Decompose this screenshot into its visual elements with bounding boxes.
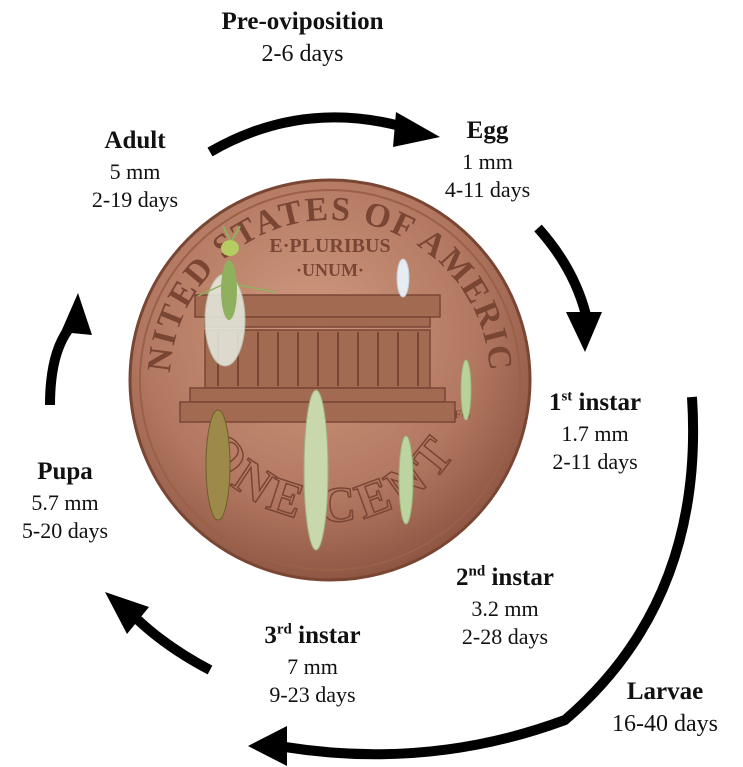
instar2-suffix: nd <box>469 564 486 580</box>
pupa-title: Pupa <box>0 456 130 489</box>
preoviposition-duration: 2-6 days <box>180 39 425 70</box>
egg-image <box>397 259 409 297</box>
coin-motto-1: E·PLURIBUS <box>269 235 390 257</box>
instar2-title: instar <box>491 564 554 591</box>
arrow-egg-to-instar1 <box>538 228 586 315</box>
third-instar-image <box>304 390 328 550</box>
label-instar3: 3rd instar 7 mm 9-23 days <box>235 620 390 710</box>
label-egg: Egg 1 mm 4-11 days <box>415 115 560 205</box>
preoviposition-title: Pre-oviposition <box>180 6 425 39</box>
second-instar-image <box>399 436 413 524</box>
instar1-size: 1.7 mm <box>520 420 670 449</box>
instar1-suffix: st <box>561 389 572 405</box>
instar3-duration: 9-23 days <box>235 681 390 710</box>
arrow-pupa-to-adult <box>50 330 68 405</box>
egg-title: Egg <box>415 115 560 148</box>
label-larvae: Larvae 16-40 days <box>595 676 735 740</box>
instar1-title: instar <box>579 389 642 416</box>
egg-duration: 4-11 days <box>415 176 560 205</box>
egg-size: 1 mm <box>415 148 560 177</box>
instar3-size: 7 mm <box>235 653 390 682</box>
arrow-adult-to-egg <box>210 117 400 152</box>
instar2-size: 3.2 mm <box>425 595 585 624</box>
instar3-ordinal: 3 <box>264 622 277 649</box>
instar2-ordinal: 2 <box>456 564 469 591</box>
pupa-duration: 5-20 days <box>0 517 130 546</box>
instar1-duration: 2-11 days <box>520 448 670 477</box>
first-instar-image <box>461 360 471 420</box>
larvae-title: Larvae <box>595 676 735 709</box>
instar3-suffix: rd <box>277 622 292 638</box>
label-preoviposition: Pre-oviposition 2-6 days <box>180 6 425 70</box>
arrow-instar3-to-pupa <box>138 620 210 670</box>
label-instar2: 2nd instar 3.2 mm 2-28 days <box>425 562 585 652</box>
adult-duration: 2-19 days <box>60 186 210 215</box>
label-pupa: Pupa 5.7 mm 5-20 days <box>0 456 130 546</box>
coin-motto-2: ·UNUM· <box>296 260 364 280</box>
larvae-duration: 16-40 days <box>595 709 735 740</box>
pupa-size: 5.7 mm <box>0 489 130 518</box>
instar1-ordinal: 1 <box>549 389 562 416</box>
instar2-duration: 2-28 days <box>425 623 585 652</box>
label-instar1: 1st instar 1.7 mm 2-11 days <box>520 387 670 477</box>
pupa-image <box>206 410 230 520</box>
adult-size: 5 mm <box>60 158 210 187</box>
label-adult: Adult 5 mm 2-19 days <box>60 125 210 215</box>
adult-title: Adult <box>60 125 210 158</box>
instar3-title: instar <box>298 622 361 649</box>
